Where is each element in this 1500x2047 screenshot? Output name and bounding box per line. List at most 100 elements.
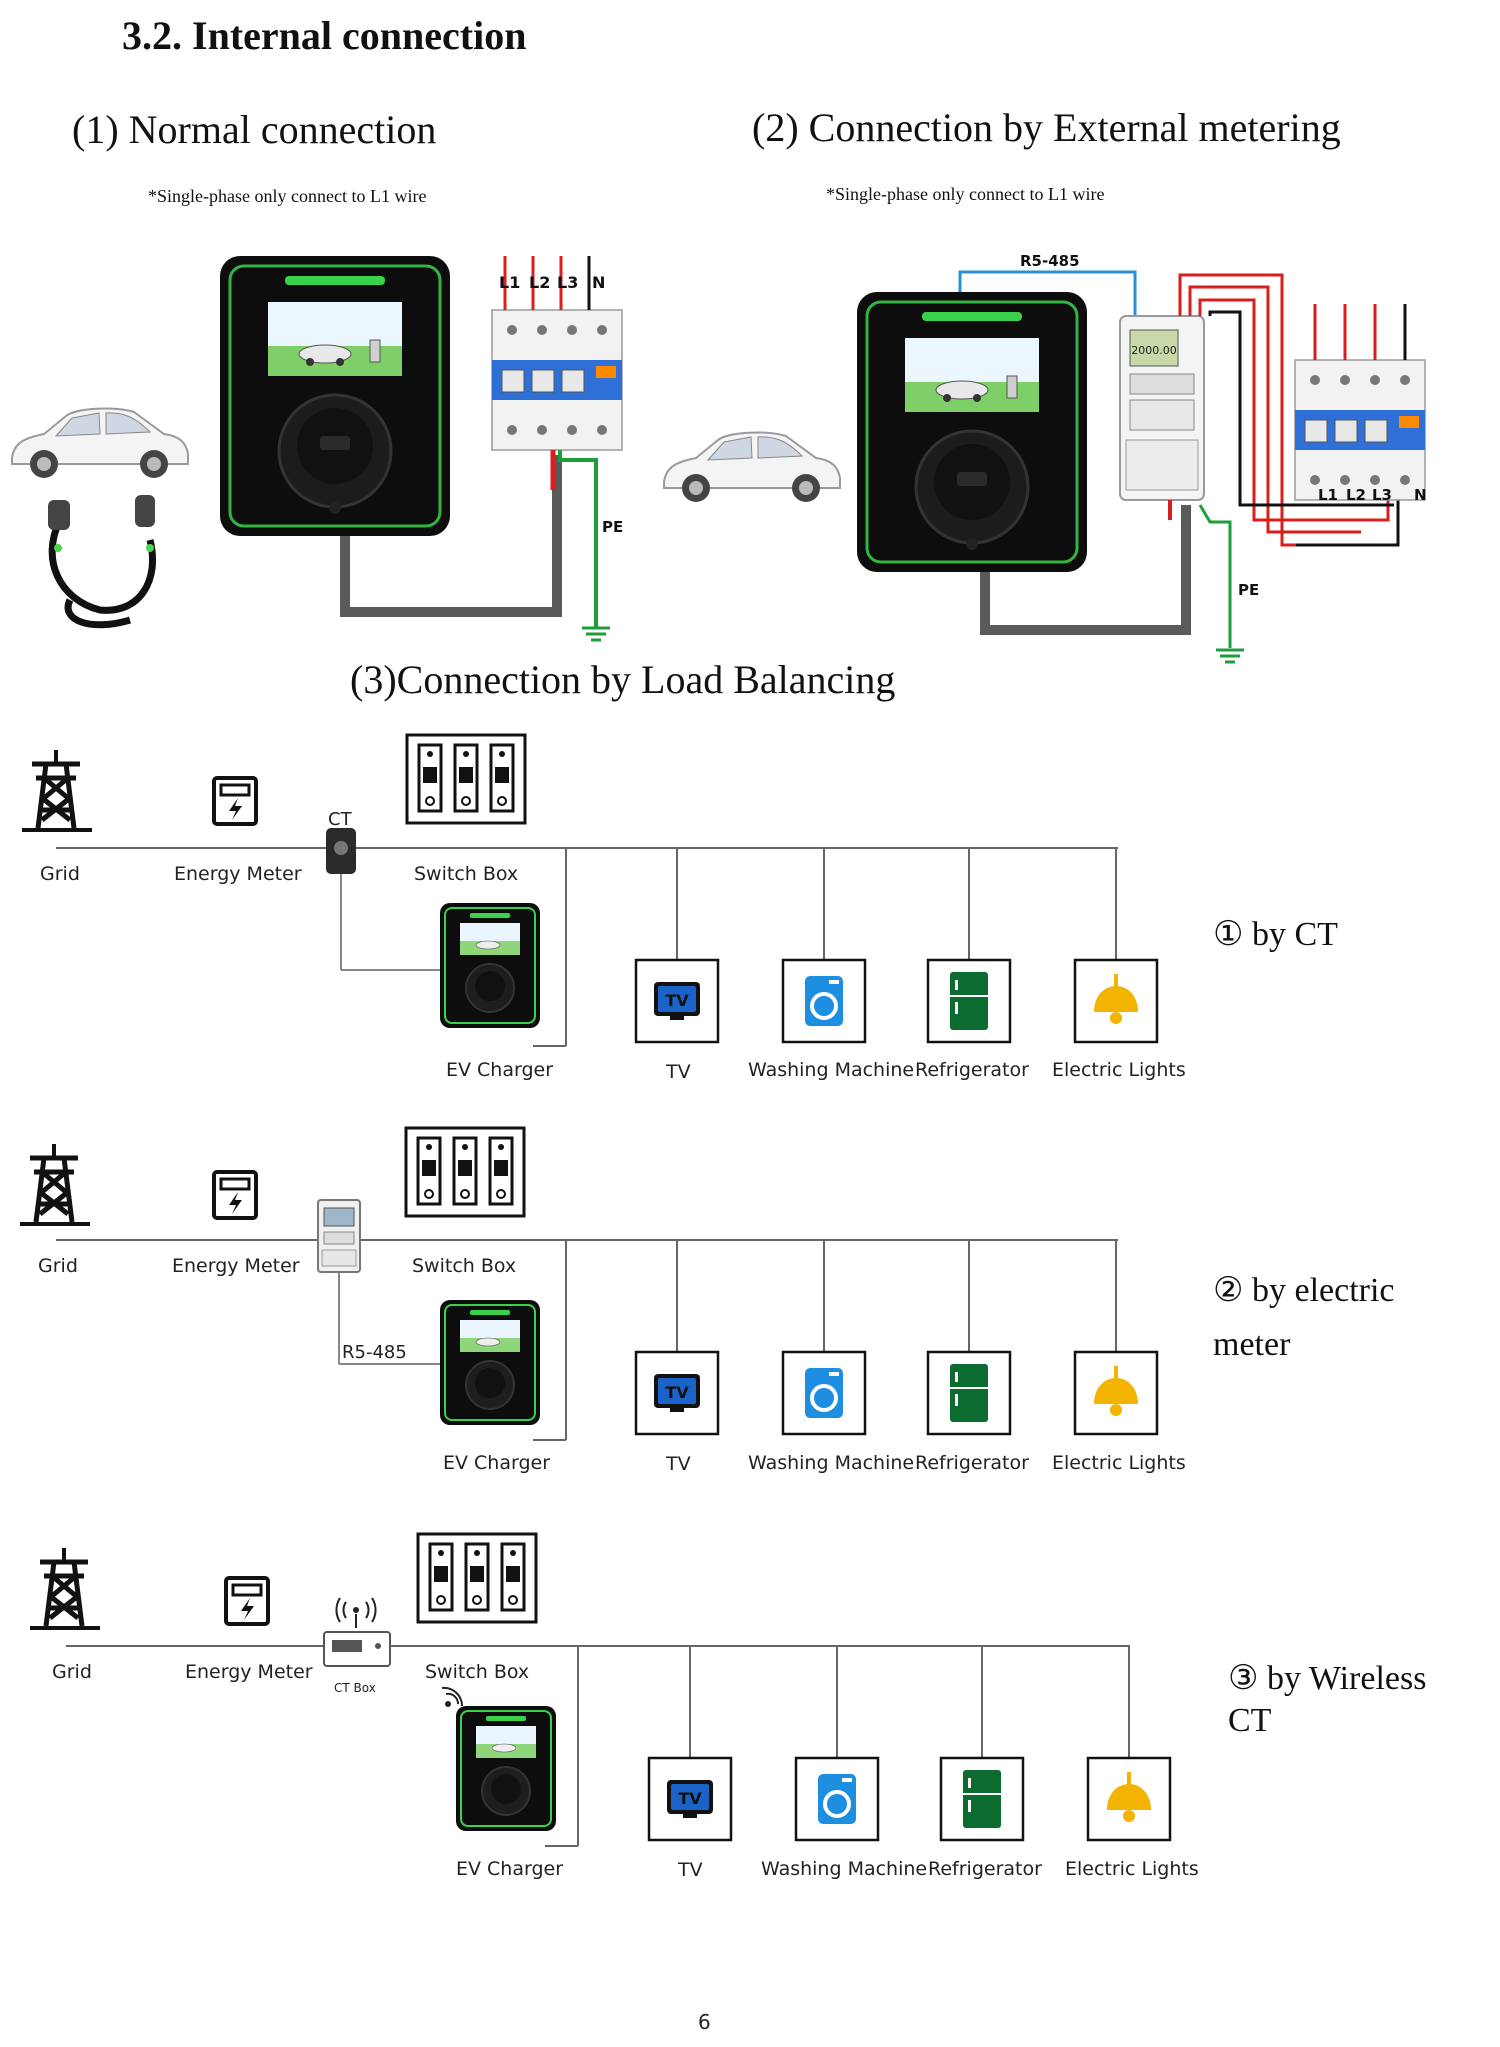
refrigerator-appliance — [939, 1756, 1025, 1842]
section-title: 3.2. Internal connection — [122, 13, 527, 58]
electric-lights-label: Electric Lights — [1052, 1452, 1186, 1474]
refrigerator-icon — [962, 1769, 1002, 1829]
grid-label: Grid — [38, 1255, 78, 1277]
method-by-meter-label-2: meter — [1213, 1326, 1291, 1363]
circuit-breaker-icon — [1294, 359, 1426, 501]
ev-charger-icon — [439, 1299, 541, 1426]
load-balancing-title: (3)Connection by Load Balancing — [350, 657, 896, 702]
load-balancing-wireless-diagram: CT Box Grid Energy Meter Switch Box EV C… — [30, 1532, 1199, 1881]
refrigerator-label: Refrigerator — [915, 1452, 1029, 1474]
washing-machine-appliance — [794, 1756, 880, 1842]
electric-lights-appliance — [1086, 1756, 1172, 1842]
charger-wireless-icon — [441, 1686, 464, 1707]
refrigerator-label: Refrigerator — [915, 1059, 1029, 1081]
tv-label: TV — [665, 1453, 691, 1475]
electric-lights-label: Electric Lights — [1065, 1858, 1199, 1880]
ev-charger-label: EV Charger — [446, 1059, 553, 1081]
external-metering-title: (2) Connection by External metering — [752, 105, 1341, 150]
energy-meter-icon — [212, 1170, 258, 1220]
switch-box-icon — [405, 733, 527, 825]
electric-car-icon — [11, 407, 189, 479]
washing-machine-label: Washing Machine — [748, 1059, 914, 1081]
external-metering-diagram: R5-485 2000.00 L1 L2 L3 — [663, 252, 1427, 664]
wireless-signal-icon — [335, 1597, 377, 1628]
normal-connection-diagram: L1 L2 L3 N PE — [11, 254, 623, 642]
energy-meter-label: Energy Meter — [185, 1661, 313, 1683]
electric-lights-appliance — [1073, 1350, 1159, 1436]
ct-label: CT — [328, 809, 353, 830]
switch-box-icon — [404, 1126, 526, 1218]
energy-meter-icon — [224, 1576, 270, 1626]
washing-machine-label: Washing Machine — [761, 1858, 927, 1880]
tv-icon — [654, 1374, 700, 1412]
grid-label: Grid — [40, 863, 80, 885]
grid-tower-icon — [20, 1144, 90, 1224]
washing-machine-icon — [803, 974, 845, 1028]
switch-box-label: Switch Box — [425, 1661, 529, 1683]
electric-lights-appliance — [1073, 958, 1159, 1044]
refrigerator-icon — [949, 971, 989, 1031]
circuit-breaker-icon — [491, 309, 623, 451]
tv-label: TV — [677, 1859, 703, 1881]
switch-box-label: Switch Box — [414, 863, 518, 885]
ev-charger-label: EV Charger — [443, 1452, 550, 1474]
grid-label: Grid — [52, 1661, 92, 1683]
rs485-label: R5-485 — [1020, 252, 1080, 270]
wire-label-l3: L3 — [1372, 486, 1392, 504]
wire-label-l3: L3 — [557, 273, 578, 292]
tv-appliance — [634, 958, 720, 1044]
normal-connection-title: (1) Normal connection — [72, 107, 437, 152]
page-number: 6 — [698, 2010, 711, 2034]
energy-meter-label: Energy Meter — [172, 1255, 300, 1277]
ground-icon — [1216, 648, 1244, 664]
refrigerator-icon — [949, 1363, 989, 1423]
tv-appliance — [647, 1756, 733, 1842]
external-metering-note: *Single-phase only connect to L1 wire — [826, 184, 1105, 204]
ev-charger-icon — [855, 290, 1089, 574]
ev-charger-icon — [455, 1705, 557, 1832]
tv-icon — [654, 982, 700, 1020]
external-meter-icon: 2000.00 — [1119, 315, 1205, 501]
refrigerator-label: Refrigerator — [928, 1858, 1042, 1880]
wire-label-l2: L2 — [529, 273, 550, 292]
method-by-wireless-label-2: CT — [1228, 1702, 1272, 1739]
ev-charger-label: EV Charger — [456, 1858, 563, 1880]
washing-machine-label: Washing Machine — [748, 1452, 914, 1474]
load-balancing-ct-diagram: CT Grid Energy Meter Switch Box EV Charg… — [22, 733, 1186, 1083]
charging-cable-icon — [48, 495, 157, 629]
ground-icon — [582, 626, 610, 642]
rs485-label: R5-485 — [342, 1342, 407, 1363]
meter-reading: 2000.00 — [1131, 344, 1177, 357]
energy-meter-label: Energy Meter — [174, 863, 302, 885]
electric-lights-label: Electric Lights — [1052, 1059, 1186, 1081]
wire-label-l1: L1 — [1318, 486, 1338, 504]
switch-box-label: Switch Box — [412, 1255, 516, 1277]
tv-icon — [667, 1780, 713, 1818]
ev-charger-icon — [439, 902, 541, 1029]
wire-label-l1: L1 — [499, 273, 520, 292]
switch-box-icon — [416, 1532, 538, 1624]
grid-tower-icon — [30, 1548, 100, 1628]
wire-label-l2: L2 — [1346, 486, 1366, 504]
ct-box-label: CT Box — [334, 1681, 376, 1695]
washing-machine-icon — [803, 1366, 845, 1420]
pe-label: PE — [602, 518, 623, 536]
ct-clamp-icon — [326, 828, 356, 874]
method-by-meter-label: ② by electric — [1213, 1272, 1395, 1309]
normal-connection-note: *Single-phase only connect to L1 wire — [148, 186, 427, 206]
pe-label: PE — [1238, 581, 1259, 599]
washing-machine-appliance — [781, 958, 867, 1044]
tv-appliance — [634, 1350, 720, 1436]
ev-charger-icon — [218, 254, 452, 538]
wire-label-n: N — [1414, 486, 1427, 504]
tv-label: TV — [665, 1061, 691, 1083]
grid-tower-icon — [22, 750, 92, 830]
method-by-wireless-label: ③ by Wireless — [1228, 1660, 1427, 1697]
ct-box-icon — [323, 1631, 391, 1667]
electric-car-icon — [663, 431, 841, 503]
refrigerator-appliance — [926, 958, 1012, 1044]
refrigerator-appliance — [926, 1350, 1012, 1436]
energy-meter-icon — [212, 776, 258, 826]
